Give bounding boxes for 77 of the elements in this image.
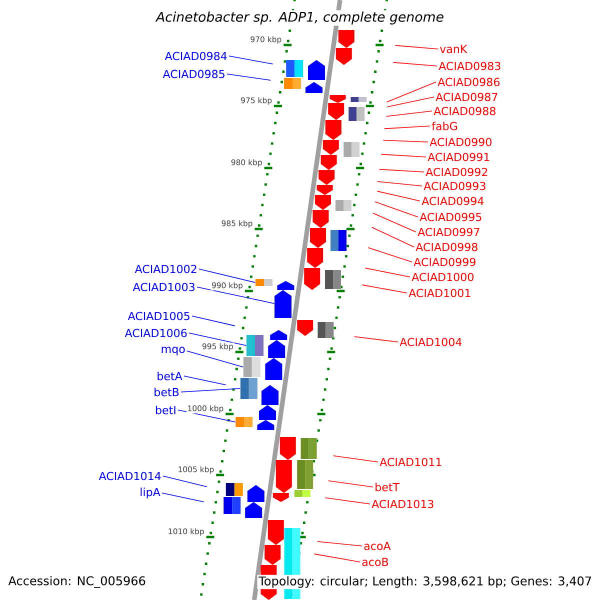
gene-label: ACIAD0984 <box>164 52 227 60</box>
gene-label: ACIAD0999 <box>414 258 476 266</box>
gene-label: betB <box>154 388 179 396</box>
leader-line <box>372 212 416 232</box>
leader-line <box>374 201 418 218</box>
gene-label: ACIAD0988 <box>434 106 496 116</box>
leader-line <box>354 336 398 342</box>
gene-label: ACIAD1001 <box>408 288 470 298</box>
leader-line <box>384 126 430 130</box>
gene-label: ACIAD1004 <box>400 338 462 346</box>
leader-line <box>382 140 428 142</box>
leader-line <box>196 286 275 304</box>
gene-label: ACIAD1014 <box>98 472 161 480</box>
gene-label: betA <box>158 372 182 380</box>
leader-line <box>394 45 438 50</box>
leader-line <box>316 541 362 546</box>
gene-label: ACIAD1011 <box>380 458 442 466</box>
leader-line <box>188 332 247 346</box>
accession-text: Accession: NC_005966 <box>8 576 146 588</box>
leader-line <box>198 268 256 283</box>
gene-label: ACIAD0992 <box>426 168 488 176</box>
leader-line <box>328 480 374 488</box>
leader-line <box>314 554 360 562</box>
gene-label: lipA <box>140 488 160 498</box>
gene-label: ACIAD0985 <box>162 70 224 78</box>
leader-line <box>362 284 408 294</box>
gene-label: ACIAD0986 <box>438 78 500 86</box>
gene-label: fabG <box>432 122 457 130</box>
gene-label: mqo <box>162 346 185 356</box>
gene-label: ACIAD0998 <box>416 242 478 252</box>
leader-line <box>228 56 274 64</box>
gene-label: acoA <box>364 542 391 550</box>
gene-label: ACIAD1006 <box>124 328 187 338</box>
leader-line <box>180 388 240 392</box>
leader-line <box>226 74 272 81</box>
gene-box <box>246 335 264 356</box>
gene-label: betT <box>376 482 400 492</box>
gene-label: ACIAD0994 <box>422 196 484 206</box>
leader-line <box>386 96 434 108</box>
leader-line <box>380 154 426 158</box>
gene-box <box>256 279 272 286</box>
gene-label: ACIAD0983 <box>438 62 500 70</box>
genome-info-text: Topology: circular; Length: 3,598,621 bp; Genes: 3,407 <box>257 574 594 590</box>
leader-line <box>386 82 436 102</box>
gene-label: ACIAD0990 <box>430 138 492 146</box>
gene-label: ACIAD0991 <box>428 152 490 162</box>
gene-label: ACIAD1000 <box>412 272 474 282</box>
leader-line <box>368 247 412 262</box>
leader-line <box>364 268 410 278</box>
leader-line <box>332 455 378 462</box>
gene-label: ACIAD0987 <box>436 92 498 102</box>
leader-line <box>324 497 370 504</box>
gene-label: acoB <box>362 558 388 566</box>
title: Acinetobacter sp. ADP1, complete genome <box>154 10 446 26</box>
leader-line <box>162 492 204 502</box>
gene-label: ACIAD0995 <box>420 212 482 222</box>
gene-label: ACIAD1003 <box>132 282 194 292</box>
gene-label: ACIAD0997 <box>418 228 480 236</box>
gene-label: ACIAD1013 <box>372 500 434 508</box>
leader-line <box>192 316 236 326</box>
leader-line <box>378 168 424 172</box>
leader-line <box>184 376 226 386</box>
gene-label: ACIAD0993 <box>424 182 486 190</box>
leader-line <box>376 181 422 186</box>
gene-box <box>243 357 260 377</box>
gene-box <box>240 378 258 399</box>
leader-line <box>376 190 420 202</box>
leader-line <box>371 226 414 248</box>
leader-line <box>392 62 438 66</box>
leader-line <box>162 476 208 488</box>
gene-label: betI <box>156 406 176 414</box>
leader-line <box>186 350 244 368</box>
gene-label: vanK <box>440 44 468 54</box>
gene-label: ACIAD1005 <box>128 312 190 320</box>
gene-label: ACIAD1002 <box>134 264 196 274</box>
leader-line <box>386 110 432 117</box>
gene-box <box>236 417 253 427</box>
